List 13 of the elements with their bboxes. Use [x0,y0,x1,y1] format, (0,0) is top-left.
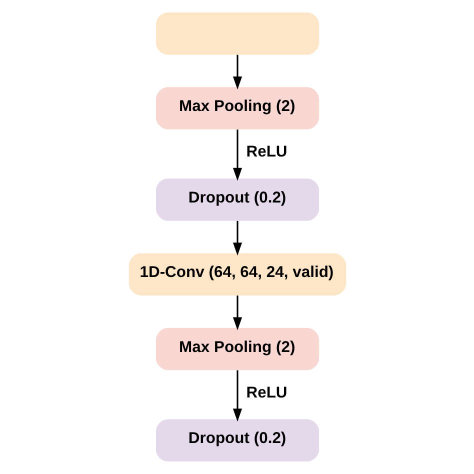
arrow [232,296,242,330]
arrow [232,220,242,256]
node-box: Dropout (0.2) [155,178,319,221]
node-box: Max Pooling (2) [155,328,319,370]
arrow [232,54,242,90]
edge-label: ReLU [246,144,287,161]
arrow [232,370,242,422]
node-box: Dropout (0.2) [155,419,319,462]
node-box: Max Pooling (2) [155,87,319,130]
edge-label: ReLU [246,384,287,402]
node-box [155,12,319,55]
node-box: 1D-Conv (64, 64, 24, valid) [128,253,346,296]
arrow [232,130,242,181]
